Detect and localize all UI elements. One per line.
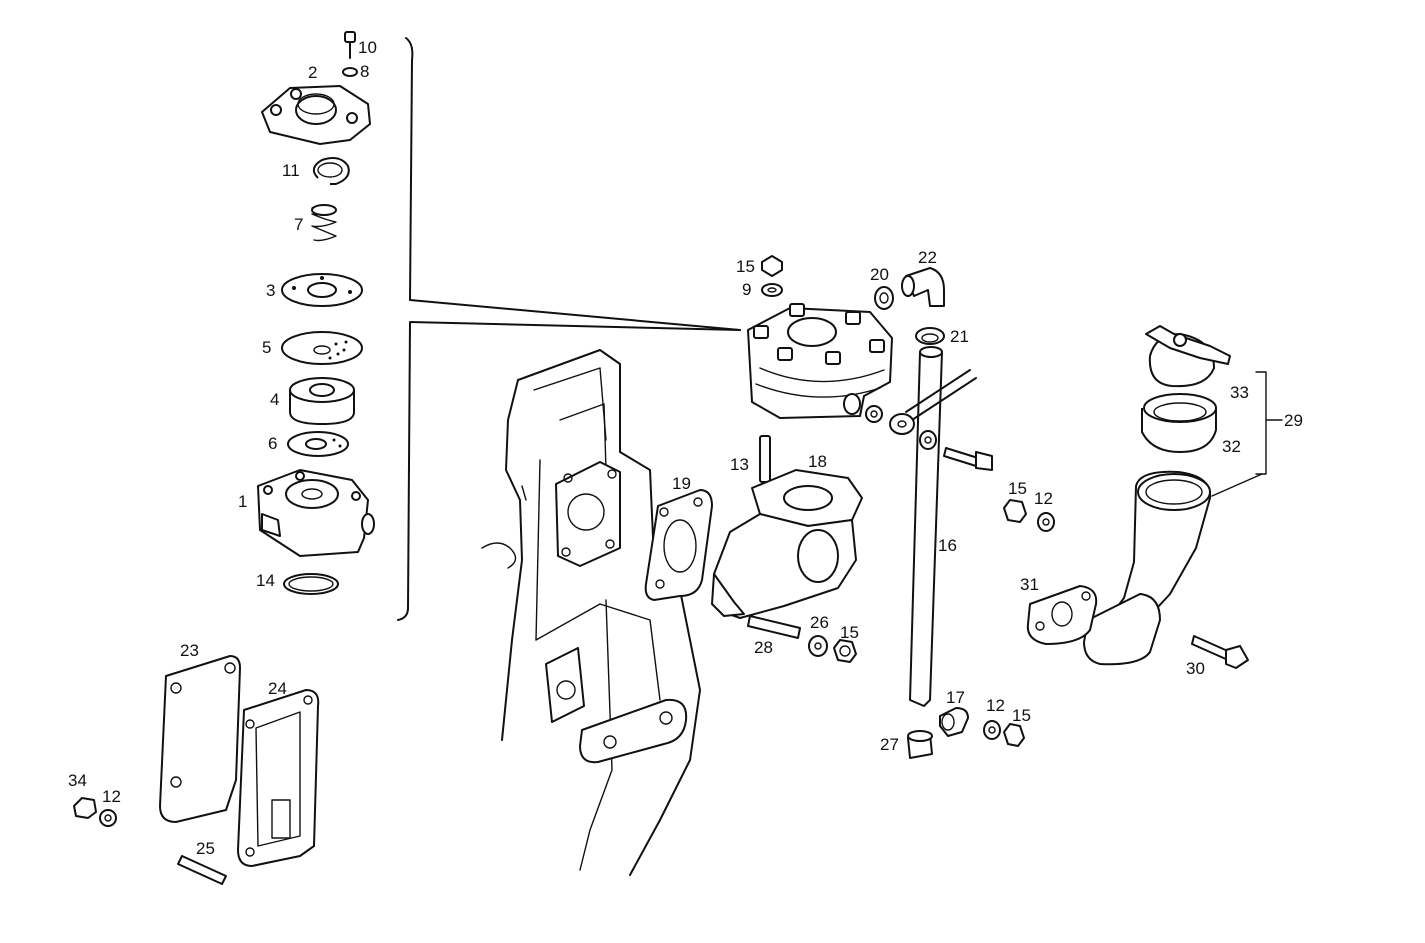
part-16-fuel-pipe <box>909 346 943 707</box>
part-10-bolt <box>344 31 356 59</box>
washer-banjo-right <box>919 430 937 450</box>
callout-19: 19 <box>672 474 691 493</box>
callout-15-manifold: 15 <box>840 623 859 642</box>
part-9-washer <box>761 283 783 297</box>
engine-block-outline <box>481 349 701 876</box>
part-20-fitting <box>874 286 894 310</box>
part-12-washer-right <box>1037 512 1055 532</box>
callout-13: 13 <box>730 455 749 474</box>
part-15-nut-top <box>761 255 783 277</box>
part-15-nut-right <box>1003 499 1027 523</box>
callout-32: 32 <box>1222 437 1241 456</box>
callout-24: 24 <box>268 679 287 698</box>
part-21-clamp <box>915 327 945 345</box>
callout-33: 33 <box>1230 383 1249 402</box>
callout-15-top: 15 <box>736 257 755 276</box>
part-33-filler-cap <box>1145 325 1231 388</box>
part-17-fitting <box>939 707 969 737</box>
part-3-diaphragm-plate <box>281 273 363 307</box>
callout-34: 34 <box>68 771 87 790</box>
part-15-nut-manifold <box>833 639 857 663</box>
exploded-view-bracket <box>397 37 741 621</box>
part-6-valve-disc <box>287 431 349 457</box>
callout-25: 25 <box>196 839 215 858</box>
pump-assembly-center <box>747 303 893 419</box>
callout-31: 31 <box>1020 575 1039 594</box>
callout-4: 4 <box>270 390 279 409</box>
callout-29: 29 <box>1284 411 1303 430</box>
part-15-nut-lower <box>1003 723 1025 747</box>
callout-20: 20 <box>870 265 889 284</box>
part-31-flange-gasket <box>1026 585 1098 645</box>
part-7-spring <box>311 204 337 242</box>
part-1-pump-body <box>257 469 375 557</box>
callout-28: 28 <box>754 638 773 657</box>
callout-15-lower: 15 <box>1012 706 1031 725</box>
callout-1: 1 <box>238 492 247 511</box>
part-4-spacer-ring <box>289 377 355 425</box>
callout-12-right: 12 <box>1034 489 1053 508</box>
callout-8: 8 <box>360 62 369 81</box>
callout-11: 11 <box>282 161 300 180</box>
callout-22: 22 <box>918 248 937 267</box>
part-12-washer-lower <box>983 720 1001 740</box>
callout-26: 26 <box>810 613 829 632</box>
part-24-gasket <box>237 689 320 867</box>
part-5-diaphragm <box>281 331 363 365</box>
part-28-stud <box>747 615 801 639</box>
callout-15-right: 15 <box>1008 479 1027 498</box>
banjo-bolt <box>943 447 993 471</box>
callout-labels: 10 8 2 11 7 3 5 4 6 1 14 23 24 34 12 25 … <box>68 38 1303 858</box>
filler-pipe <box>1083 470 1212 666</box>
part-2-pump-cover <box>261 85 371 145</box>
callout-3: 3 <box>266 281 275 300</box>
part-29-bracket <box>1211 371 1283 497</box>
part-32-filler-neck-ring <box>1141 393 1217 453</box>
callout-6: 6 <box>268 434 277 453</box>
callout-17: 17 <box>946 688 965 707</box>
part-14-o-ring <box>283 573 339 595</box>
part-13-stud <box>759 435 771 483</box>
callout-5: 5 <box>262 338 271 357</box>
part-25-stud <box>177 855 227 885</box>
part-27-connector <box>907 730 933 759</box>
part-22-elbow <box>901 267 945 307</box>
callout-9: 9 <box>742 280 751 299</box>
callout-7: 7 <box>294 215 303 234</box>
callout-12-left: 12 <box>102 787 121 806</box>
callout-12-lower: 12 <box>986 696 1005 715</box>
callout-21: 21 <box>950 327 969 346</box>
part-26-washer <box>808 635 828 657</box>
part-19-gasket <box>644 489 713 601</box>
part-8-washer <box>342 67 358 77</box>
washer-banjo-left <box>865 405 883 423</box>
banjo-line <box>889 369 977 435</box>
part-34-nut <box>73 797 97 819</box>
callout-30: 30 <box>1186 659 1205 678</box>
callout-16: 16 <box>938 536 957 555</box>
callout-14: 14 <box>256 571 275 590</box>
callout-10: 10 <box>358 38 377 57</box>
part-30-bolt <box>1191 635 1249 669</box>
part-23-cover-plate <box>159 655 241 823</box>
part-18-manifold-elbow <box>711 469 863 619</box>
callout-27: 27 <box>880 735 899 754</box>
part-12-washer-left <box>99 809 117 827</box>
part-11-circlip <box>312 157 350 185</box>
callout-2: 2 <box>308 63 317 82</box>
callout-18: 18 <box>808 452 827 471</box>
callout-23: 23 <box>180 641 199 660</box>
